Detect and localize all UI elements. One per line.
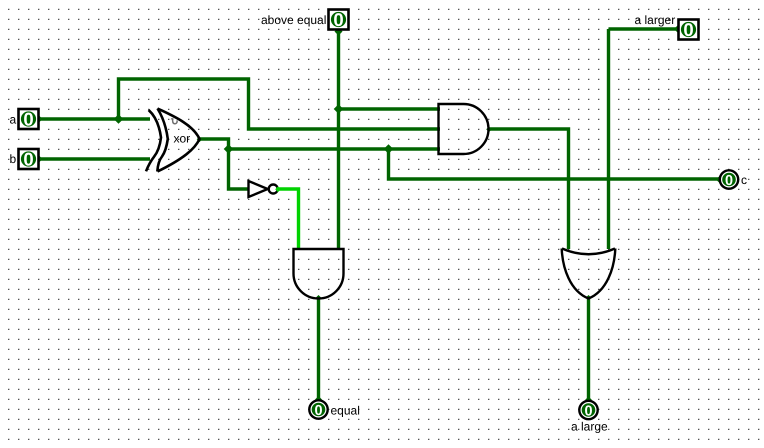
svg-text:0: 0 — [725, 173, 733, 189]
svg-text:b: b — [10, 152, 17, 166]
svg-text:0: 0 — [333, 9, 343, 30]
svg-text:0: 0 — [314, 403, 322, 419]
svg-text:a larger: a larger — [635, 13, 676, 27]
svg-text:above equal: above equal — [261, 13, 326, 27]
svg-text:c: c — [741, 173, 747, 187]
svg-text:0: 0 — [23, 109, 33, 130]
svg-text:0: 0 — [23, 149, 33, 170]
svg-text:a: a — [10, 113, 17, 127]
svg-text:a large: a large — [571, 420, 608, 434]
svg-text:0: 0 — [683, 19, 693, 40]
svg-text:equal: equal — [331, 404, 360, 418]
svg-text:xor: xor — [174, 131, 191, 145]
svg-text:0: 0 — [584, 403, 592, 419]
